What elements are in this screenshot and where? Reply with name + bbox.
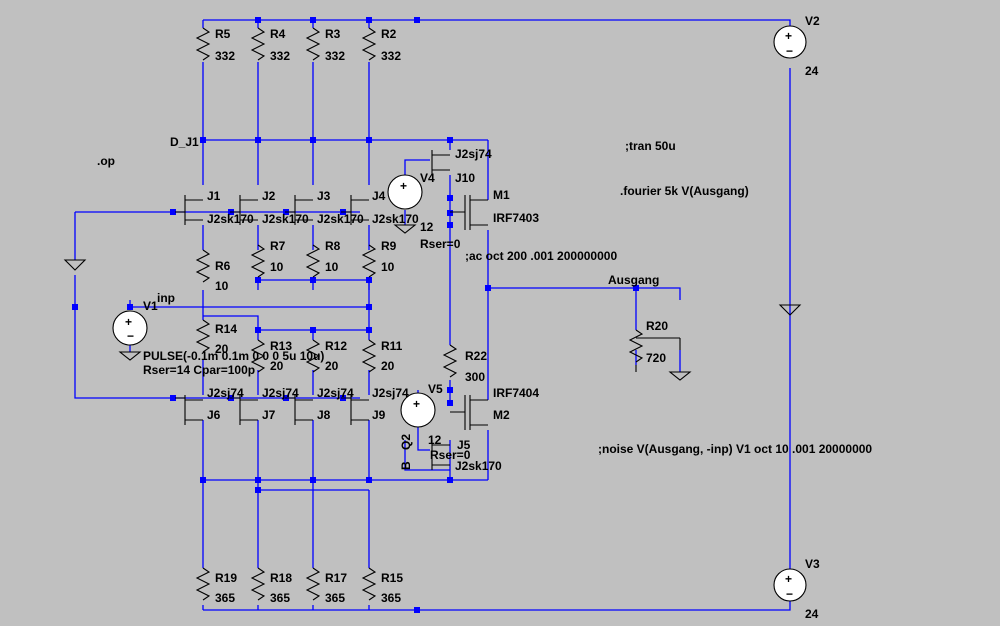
r11-name: R11 bbox=[381, 339, 403, 353]
junctions bbox=[72, 17, 639, 613]
r14-value: 20 bbox=[215, 342, 229, 356]
r12-value: 20 bbox=[325, 359, 339, 373]
svg-text:+: + bbox=[125, 315, 132, 329]
net-label-dj1: D_J1 bbox=[170, 135, 199, 149]
r6-value: 10 bbox=[215, 279, 229, 293]
tran-directive: ;tran 50u bbox=[625, 139, 676, 153]
r22-value: 300 bbox=[465, 370, 485, 384]
j1-model: J2sk170 bbox=[207, 212, 254, 226]
v5-rser: Rser=0 bbox=[430, 448, 471, 462]
v2-value: 24 bbox=[805, 64, 819, 78]
j2-name: J2 bbox=[262, 189, 276, 203]
v3-value: 24 bbox=[805, 607, 819, 621]
j3-name: J3 bbox=[317, 189, 331, 203]
r9-name: R9 bbox=[381, 239, 397, 253]
fourier-directive: .fourier 5k V(Ausgang) bbox=[620, 184, 749, 198]
j8-model: J2sj74 bbox=[317, 386, 354, 400]
r20-value: 720 bbox=[646, 351, 666, 365]
j1-name: J1 bbox=[207, 189, 221, 203]
svg-text:+: + bbox=[413, 397, 420, 411]
j3-model: J2sk170 bbox=[317, 212, 364, 226]
j7-name: J7 bbox=[262, 408, 276, 422]
m1-name: M1 bbox=[493, 188, 510, 202]
net-label-ausgang: Ausgang bbox=[608, 273, 659, 287]
v5-value: 12 bbox=[428, 433, 442, 447]
j9-model: J2sj74 bbox=[372, 386, 409, 400]
r4-value: 332 bbox=[270, 49, 290, 63]
r13-name: R13 bbox=[270, 339, 292, 353]
r5-value: 332 bbox=[215, 49, 235, 63]
j4-model: J2sk170 bbox=[372, 212, 419, 226]
r7-value: 10 bbox=[270, 260, 284, 274]
v4-rser: Rser=0 bbox=[420, 237, 461, 251]
v5-name: V5 bbox=[428, 382, 443, 396]
v2-name: V2 bbox=[805, 14, 820, 28]
r8-value: 10 bbox=[325, 260, 339, 274]
q2-pin: B bbox=[399, 461, 413, 470]
m2-model: IRF7404 bbox=[493, 386, 539, 400]
j10-model: J2sj74 bbox=[455, 147, 492, 161]
r14-name: R14 bbox=[215, 322, 237, 336]
j10-name: J10 bbox=[455, 171, 475, 185]
component-labels: R5 332 R4 332 R3 332 R2 332 D_J1 .op J1 … bbox=[97, 14, 872, 621]
svg-text:+: + bbox=[785, 29, 792, 43]
v1-pulse: PULSE(-0.1m 0.1m 0 0 0 5u 10u) bbox=[143, 349, 324, 363]
j6-model: J2sj74 bbox=[207, 386, 244, 400]
svg-text:−: − bbox=[127, 329, 134, 343]
v4-name: V4 bbox=[420, 171, 435, 185]
r6-name: R6 bbox=[215, 259, 231, 273]
sources: + − + − + − + + bbox=[63, 25, 807, 602]
j8-name: J8 bbox=[317, 408, 331, 422]
v3-name: V3 bbox=[805, 557, 820, 571]
m1-model: IRF7403 bbox=[493, 211, 539, 225]
r3-value: 332 bbox=[325, 49, 345, 63]
svg-text:+: + bbox=[400, 179, 407, 193]
r3-name: R3 bbox=[325, 27, 341, 41]
r11-value: 20 bbox=[381, 359, 395, 373]
j5-name: J5 bbox=[457, 438, 471, 452]
r15-name: R15 bbox=[381, 571, 403, 585]
jfet-symbols bbox=[175, 150, 488, 470]
r5-name: R5 bbox=[215, 27, 231, 41]
ac-directive: ;ac oct 200 .001 200000000 bbox=[465, 249, 617, 263]
r8-name: R8 bbox=[325, 239, 341, 253]
resistor-symbols bbox=[195, 27, 681, 601]
q2-name: Q2 bbox=[399, 434, 413, 450]
r2-name: R2 bbox=[381, 27, 397, 41]
j7-model: J2sj74 bbox=[262, 386, 299, 400]
svg-text:−: − bbox=[786, 587, 793, 601]
r17-name: R17 bbox=[325, 571, 347, 585]
svg-text:−: − bbox=[786, 44, 793, 58]
r2-value: 332 bbox=[381, 49, 401, 63]
svg-text:+: + bbox=[785, 572, 792, 586]
r19-value: 365 bbox=[215, 591, 235, 605]
v1-params: Rser=14 Cpar=100p bbox=[143, 363, 255, 377]
r18-value: 365 bbox=[270, 591, 290, 605]
r12-name: R12 bbox=[325, 339, 347, 353]
r17-value: 365 bbox=[325, 591, 345, 605]
r22-name: R22 bbox=[465, 349, 487, 363]
v1-name: V1 bbox=[143, 299, 158, 313]
m2-name: M2 bbox=[493, 408, 510, 422]
v4-value: 12 bbox=[420, 220, 434, 234]
net-label-inp: inp bbox=[157, 291, 175, 305]
j6-name: J6 bbox=[207, 408, 221, 422]
r4-name: R4 bbox=[270, 27, 286, 41]
r15-value: 365 bbox=[381, 591, 401, 605]
op-directive: .op bbox=[97, 154, 115, 168]
r19-name: R19 bbox=[215, 571, 237, 585]
j4-name: J4 bbox=[372, 189, 386, 203]
j9-name: J9 bbox=[372, 408, 386, 422]
wires bbox=[74, 19, 791, 611]
j5-model: J2sk170 bbox=[455, 459, 502, 473]
r20-name: R20 bbox=[646, 319, 668, 333]
j2-model: J2sk170 bbox=[262, 212, 309, 226]
r13-value: 20 bbox=[270, 359, 284, 373]
r7-name: R7 bbox=[270, 239, 286, 253]
noise-directive: ;noise V(Ausgang, -inp) V1 oct 10 .001 2… bbox=[598, 442, 872, 456]
r18-name: R18 bbox=[270, 571, 292, 585]
r9-value: 10 bbox=[381, 260, 395, 274]
